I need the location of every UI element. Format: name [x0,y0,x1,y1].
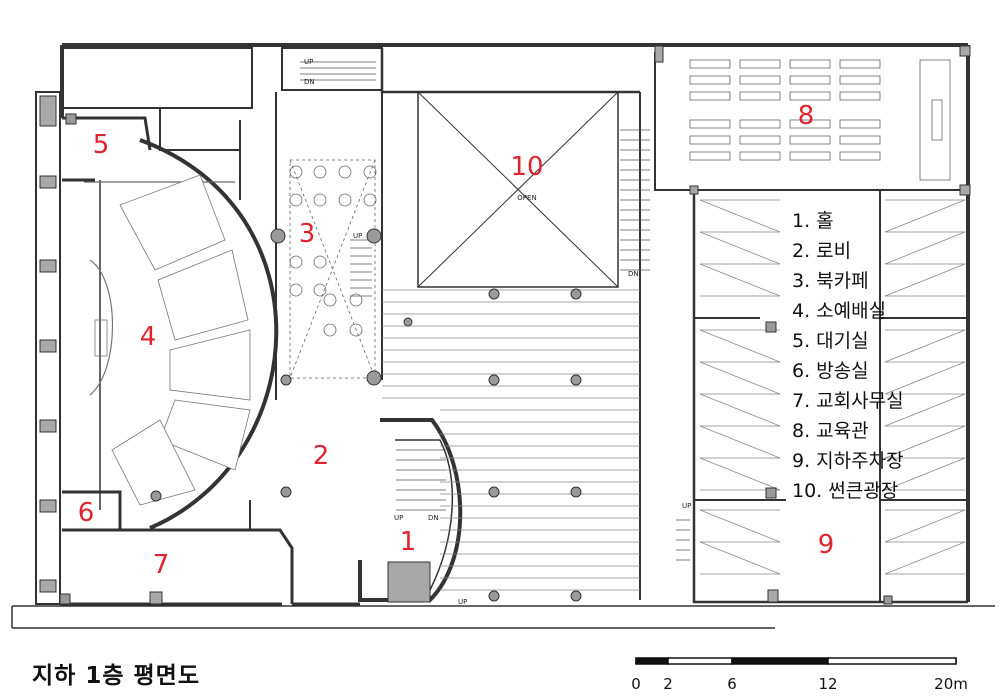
chapel-seating [89,174,251,506]
room-legend: 1. 홀 2. 로비 3. 북카페 4. 소예배실 5. 대기실 6. 방송실 … [792,206,972,506]
dn-label-hall: DN [428,514,439,522]
legend-item: 4. 소예배실 [792,300,887,322]
room-number-4: 4 [139,322,157,352]
room-number-6: 6 [77,498,95,528]
room-number-7: 7 [152,550,170,580]
up-label-cafe: UP [353,232,362,240]
legend-item: 1. 홀 [792,210,834,232]
parking-stalls [699,199,966,575]
legend-item: 6. 방송실 [792,360,869,382]
scale-label: 6 [727,675,737,693]
open-void [417,91,619,288]
room-number-8: 8 [797,101,815,131]
scale-label: 12 [818,675,838,693]
up-label-hall: UP [394,514,403,522]
legend-item: 10. 썬큰광장 [792,480,899,502]
plan-title: 지하 1층 평면도 [32,663,200,689]
room-number-10: 10 [510,152,544,182]
columns [59,113,893,605]
walls [11,43,995,629]
open-label: OPEN [517,194,536,202]
legend-item: 9. 지하주차장 [792,450,904,472]
scale-label: 20m [934,675,968,693]
legend-item: 2. 로비 [792,240,852,262]
dn-label-top: DN [304,78,315,86]
wall-fills [39,45,971,605]
dn-label-sunken: DN [628,270,639,278]
up-label-top: UP [304,58,313,66]
room-number-5: 5 [92,130,110,160]
scale-label: 2 [663,675,673,693]
room-number-3: 3 [298,219,316,249]
plan-marks: OPEN UP DN UP DN UP DN UP UP [304,58,691,606]
education-seating [689,59,951,181]
legend-item: 7. 교회사무실 [792,390,904,412]
up-label-ramp: UP [458,598,467,606]
stairs [300,61,690,561]
cafe-tables [289,159,377,379]
legend-item: 3. 북카페 [792,270,869,292]
legend-item: 5. 대기실 [792,330,869,352]
room-number-1: 1 [399,527,417,557]
up-label-east: UP [682,502,691,510]
legend-item: 8. 교육관 [792,420,869,442]
room-number-9: 9 [817,530,835,560]
scale-label: 0 [631,675,641,693]
plaza-lines [382,289,640,591]
scale-bar [635,657,957,665]
room-number-2: 2 [312,441,330,471]
